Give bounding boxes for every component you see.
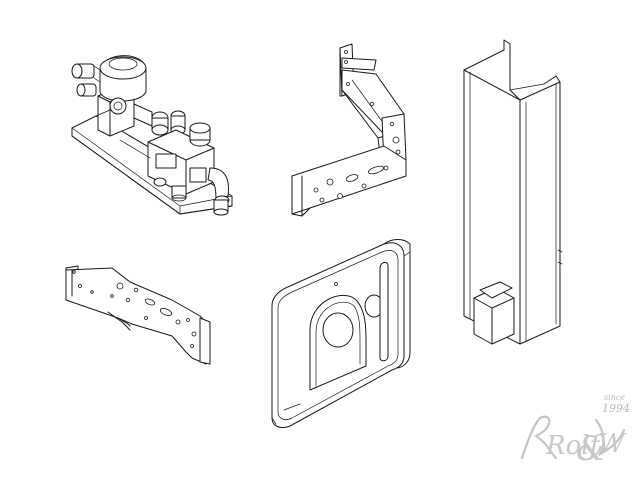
watermark-ampersand: & (576, 429, 606, 469)
watermark-logo: Rolf & W since 1994 (520, 393, 630, 469)
mounting-panel (271, 239, 411, 429)
flat-bracket (65, 265, 211, 365)
watermark-brand: Rolf (545, 431, 604, 461)
vertical-duct (463, 39, 563, 345)
watermark-year: 1994 (602, 402, 630, 415)
watermark-since: since (604, 393, 625, 402)
valve-assembly (71, 55, 233, 216)
watermark-suffix: W (598, 429, 627, 459)
angled-bracket (291, 43, 407, 217)
